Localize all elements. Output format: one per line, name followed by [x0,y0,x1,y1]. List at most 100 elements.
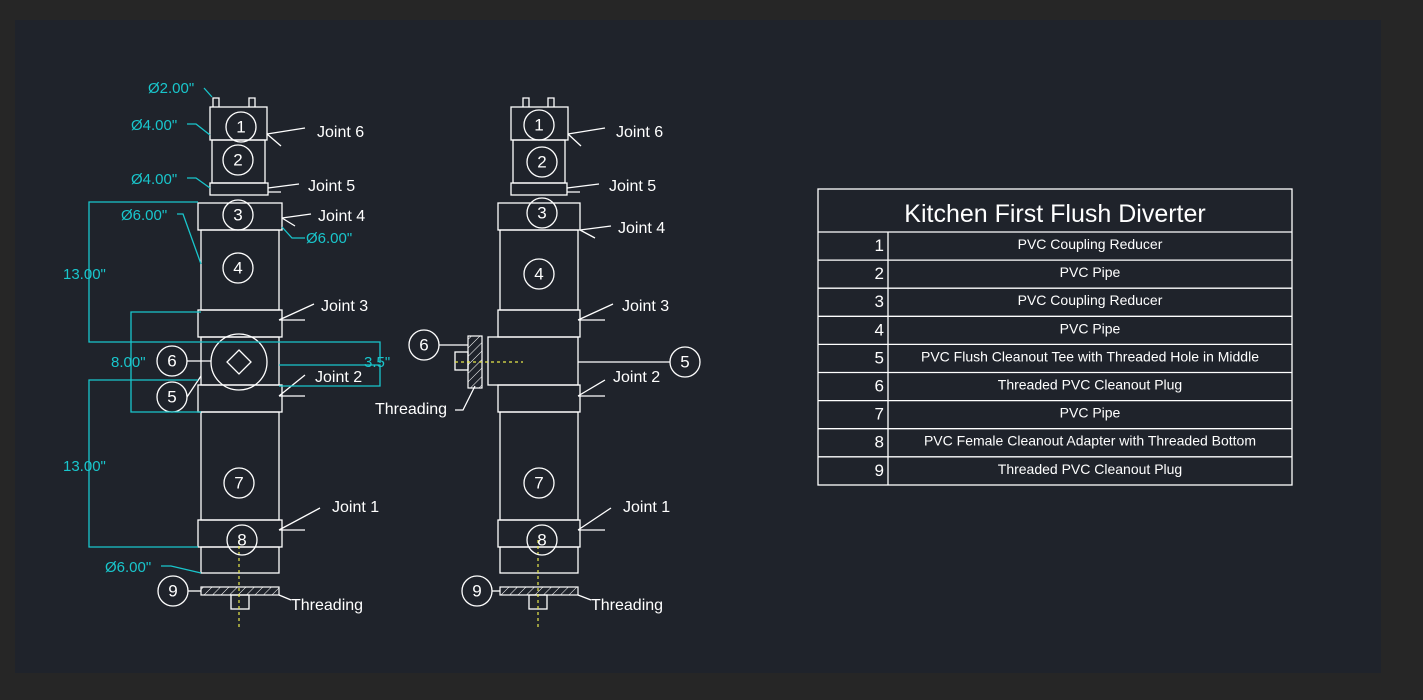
svg-text:1: 1 [236,118,245,137]
svg-text:4: 4 [534,265,543,284]
cad-drawing: 1 2 3 4 5 6 7 8 9 Joint 6 Joint 5 Joint … [63,80,1293,627]
table-row: 1 PVC Coupling Reducer [875,236,1163,255]
table-row: 8 PVC Female Cleanout Adapter with Thread… [818,428,1292,452]
svg-text:3: 3 [537,204,546,223]
dim-length-upper: 13.00" [63,266,106,283]
row-description: PVC Pipe [1060,264,1121,280]
balloon: 6 [408,329,440,361]
joint-4-label: Joint 4 [618,220,665,237]
dim-diameter-bottom: Ø6.00" [105,559,151,576]
balloon: 5 [669,346,701,378]
table-row: 7 PVC Pipe [818,399,1292,424]
row-number: 8 [875,433,884,452]
row-description: PVC Female Cleanout Adapter with Threade… [924,433,1256,449]
balloon: 1 [225,111,257,143]
balloon: 9 [461,575,493,607]
right-pipe-body [454,97,581,627]
balloon: 4 [222,252,254,284]
dim-diameter-6a: Ø6.00" [121,207,167,224]
balloon: 3 [222,199,254,231]
table-row: 5 PVC Flush Cleanout Tee with Threaded Ho… [818,343,1292,367]
balloon: 2 [526,146,558,178]
dim-length-lower: 13.00" [63,458,106,475]
balloon: 4 [523,258,555,290]
joint-5-label: Joint 5 [308,178,355,195]
dim-diameter-6b: Ø6.00" [306,230,352,247]
joint-3-label: Joint 3 [622,298,669,315]
balloon: 7 [523,467,555,499]
row-description: Threaded PVC Cleanout Plug [998,461,1182,477]
svg-text:9: 9 [472,582,481,601]
left-joint-leaders: Joint 6 Joint 5 Joint 4 Joint 3 Joint 2 … [266,124,379,614]
dim-width-tee: 8.00" [111,354,146,371]
balloon: 6 [156,345,188,377]
right-joint-leaders: Joint 6 Joint 5 Joint 4 Joint 3 Joint 2 … [375,124,670,614]
balloon: 2 [222,144,254,176]
row-description: PVC Flush Cleanout Tee with Threaded Hol… [921,348,1259,364]
joint-4-label: Joint 4 [318,208,365,225]
left-balloons: 1 2 3 4 5 6 7 8 9 [156,111,258,607]
svg-text:5: 5 [680,353,689,372]
row-description: PVC Pipe [1060,320,1121,336]
table-row: 3 PVC Coupling Reducer [818,287,1292,311]
row-number: 3 [875,292,884,311]
row-number: 9 [875,461,884,480]
dim-top-diameter: Ø2.00" [148,80,194,97]
threading-label: Threading [291,597,363,614]
balloon: 8 [226,524,258,556]
balloon: 3 [526,197,558,229]
svg-text:4: 4 [233,259,242,278]
joint-6-label: Joint 6 [616,124,663,141]
svg-text:6: 6 [419,336,428,355]
right-balloons: 1 2 3 4 5 6 7 8 9 [408,109,701,607]
row-description: PVC Coupling Reducer [1018,292,1163,308]
svg-text:5: 5 [167,388,176,407]
svg-text:6: 6 [167,352,176,371]
left-dimensions: Ø2.00" Ø4.00" Ø4.00" Ø6.00" Ø6.00" 13.00… [63,80,390,576]
balloon: 7 [223,467,255,499]
row-number: 4 [875,320,884,339]
joint-2-label: Joint 2 [315,369,362,386]
dim-depth-tee: 3.5" [364,354,390,371]
row-description: PVC Coupling Reducer [1018,236,1163,252]
balloon: 1 [523,109,555,141]
left-view: 1 2 3 4 5 6 7 8 9 Joint 6 Joint 5 Joint … [63,80,390,627]
row-number: 6 [875,377,884,396]
drawing-canvas: 1 2 3 4 5 6 7 8 9 Joint 6 Joint 5 Joint … [15,20,1381,673]
svg-text:9: 9 [168,582,177,601]
table-row: 6 Threaded PVC Cleanout Plug [818,371,1292,396]
joint-6-label: Joint 6 [317,124,364,141]
row-description: Threaded PVC Cleanout Plug [998,377,1182,393]
balloon: 5 [156,381,188,413]
table-row: 2 PVC Pipe [818,259,1292,283]
balloon: 8 [526,524,558,556]
joint-1-label: Joint 1 [623,499,670,516]
threading-bottom-label: Threading [591,597,663,614]
dim-diameter-4a: Ø4.00" [131,117,177,134]
svg-text:1: 1 [534,116,543,135]
row-number: 5 [875,348,884,367]
svg-text:8: 8 [537,531,546,550]
svg-text:3: 3 [233,206,242,225]
row-number: 1 [875,236,884,255]
row-description: PVC Pipe [1060,405,1121,421]
svg-text:7: 7 [534,474,543,493]
joint-5-label: Joint 5 [609,178,656,195]
table-row: 4 PVC Pipe [818,315,1292,339]
right-view: 1 2 3 4 5 6 7 8 9 Joint 6 Joint 5 Joint … [375,97,701,627]
table-row: 9 Threaded PVC Cleanout Plug [818,456,1292,480]
joint-1-label: Joint 1 [332,499,379,516]
svg-text:2: 2 [233,151,242,170]
threading-side-label: Threading [375,401,447,418]
dim-diameter-4b: Ø4.00" [131,171,177,188]
row-number: 7 [875,405,884,424]
svg-text:2: 2 [537,153,546,172]
row-number: 2 [875,264,884,283]
table-title: Kitchen First Flush Diverter [904,200,1205,228]
joint-3-label: Joint 3 [321,298,368,315]
joint-2-label: Joint 2 [613,369,660,386]
balloon: 9 [157,575,189,607]
svg-text:7: 7 [234,474,243,493]
